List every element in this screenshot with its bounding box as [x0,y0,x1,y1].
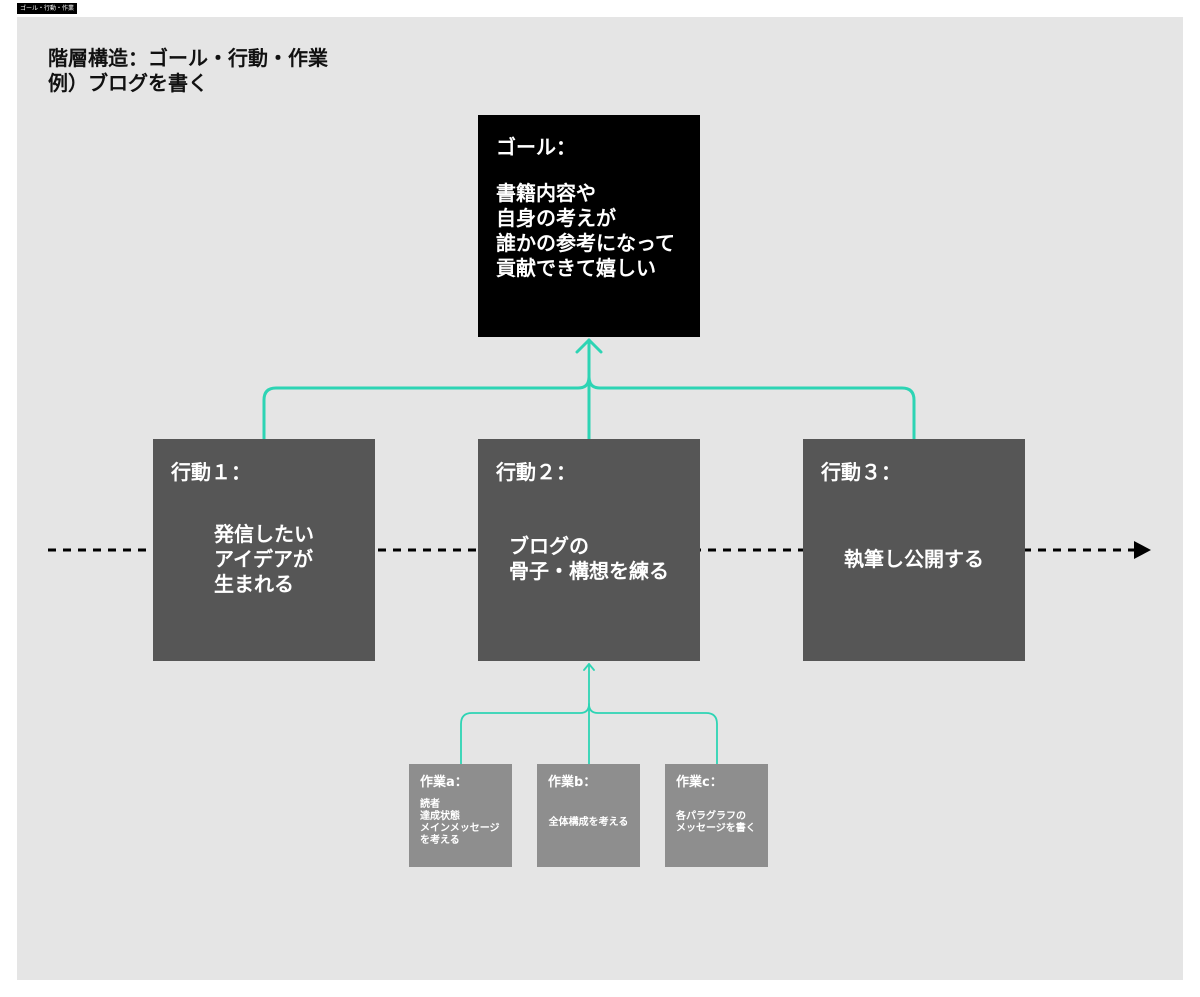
goal-line: 誰かの参考になって [496,231,675,255]
task-c-line: 各パラグラフの [676,810,746,822]
task-b-label: 作業b： [548,775,597,790]
task-c-line: メッセージを書く [676,822,756,834]
action-3-label: 行動３： [821,460,901,484]
goal-box[interactable]: ゴール： 書籍内容や 自身の考えが 誰かの参考になって 貢献できて嬉しい [478,115,700,337]
task-a-line: 達成状態 [420,810,460,822]
diagram-heading: 階層構造：ゴール・行動・作業 例）ブログを書く [48,46,328,96]
goal-label: ゴール： [496,135,576,159]
action-2-line: 骨子・構想を練る [509,559,669,583]
action-2-label: 行動２： [496,460,576,484]
action-2-box[interactable]: 行動２： ブログの 骨子・構想を練る [478,439,700,661]
task-c-description: 各パラグラフの メッセージを書く [665,788,768,867]
connector-action3-to-goal [587,375,916,441]
action-3-box[interactable]: 行動３： 執筆し公開する [803,439,1025,661]
connector-taska-to-action2 [460,703,590,765]
goal-description: 書籍内容や 自身の考えが 誰かの参考になって 貢献できて嬉しい [496,181,675,281]
task-a-label: 作業a： [420,775,468,790]
action2-arrowhead [583,663,595,671]
task-a-description: 読者 達成状態 メインメッセージ を考える [409,788,512,867]
action-3-line: 執筆し公開する [844,546,984,571]
task-a-line: 読者 [420,798,440,810]
action-3-description: 執筆し公開する [803,499,1025,661]
goal-line: 書籍内容や [496,181,596,205]
connector-taskc-to-action2 [588,703,718,765]
goal-line: 自身の考えが [496,206,616,230]
connector-action1-to-goal [262,375,591,441]
action-1-box[interactable]: 行動１： 発信したい アイデアが 生まれる [153,439,375,661]
action-1-line: アイデアが [214,546,313,571]
action-1-line: 生まれる [214,571,294,596]
action-2-line: ブログの [509,534,589,558]
action-1-line: 発信したい [214,521,314,546]
action-2-description: ブログの 骨子・構想を練る [478,499,700,661]
timeline-arrowhead [1134,541,1151,559]
task-a-line: メインメッセージ [420,822,500,834]
task-b-description: 全体構成を考える [537,788,640,867]
goal-arrowhead [575,338,603,354]
goal-line: 貢献できて嬉しい [496,256,656,280]
task-a-line: を考える [420,834,460,846]
task-a-box[interactable]: 作業a： 読者 達成状態 メインメッセージ を考える [409,764,512,867]
action-1-description: 発信したい アイデアが 生まれる [153,499,375,661]
task-b-box[interactable]: 作業b： 全体構成を考える [537,764,640,867]
frame-tag[interactable]: ゴール・行動・作業 [17,3,78,14]
task-b-line: 全体構成を考える [548,816,629,828]
action-1-label: 行動１： [171,460,251,484]
task-c-box[interactable]: 作業c： 各パラグラフの メッセージを書く [665,764,768,867]
task-c-label: 作業c： [676,775,723,790]
heading-line-1: 階層構造：ゴール・行動・作業 [48,46,328,70]
heading-line-2: 例）ブログを書く [48,71,208,95]
